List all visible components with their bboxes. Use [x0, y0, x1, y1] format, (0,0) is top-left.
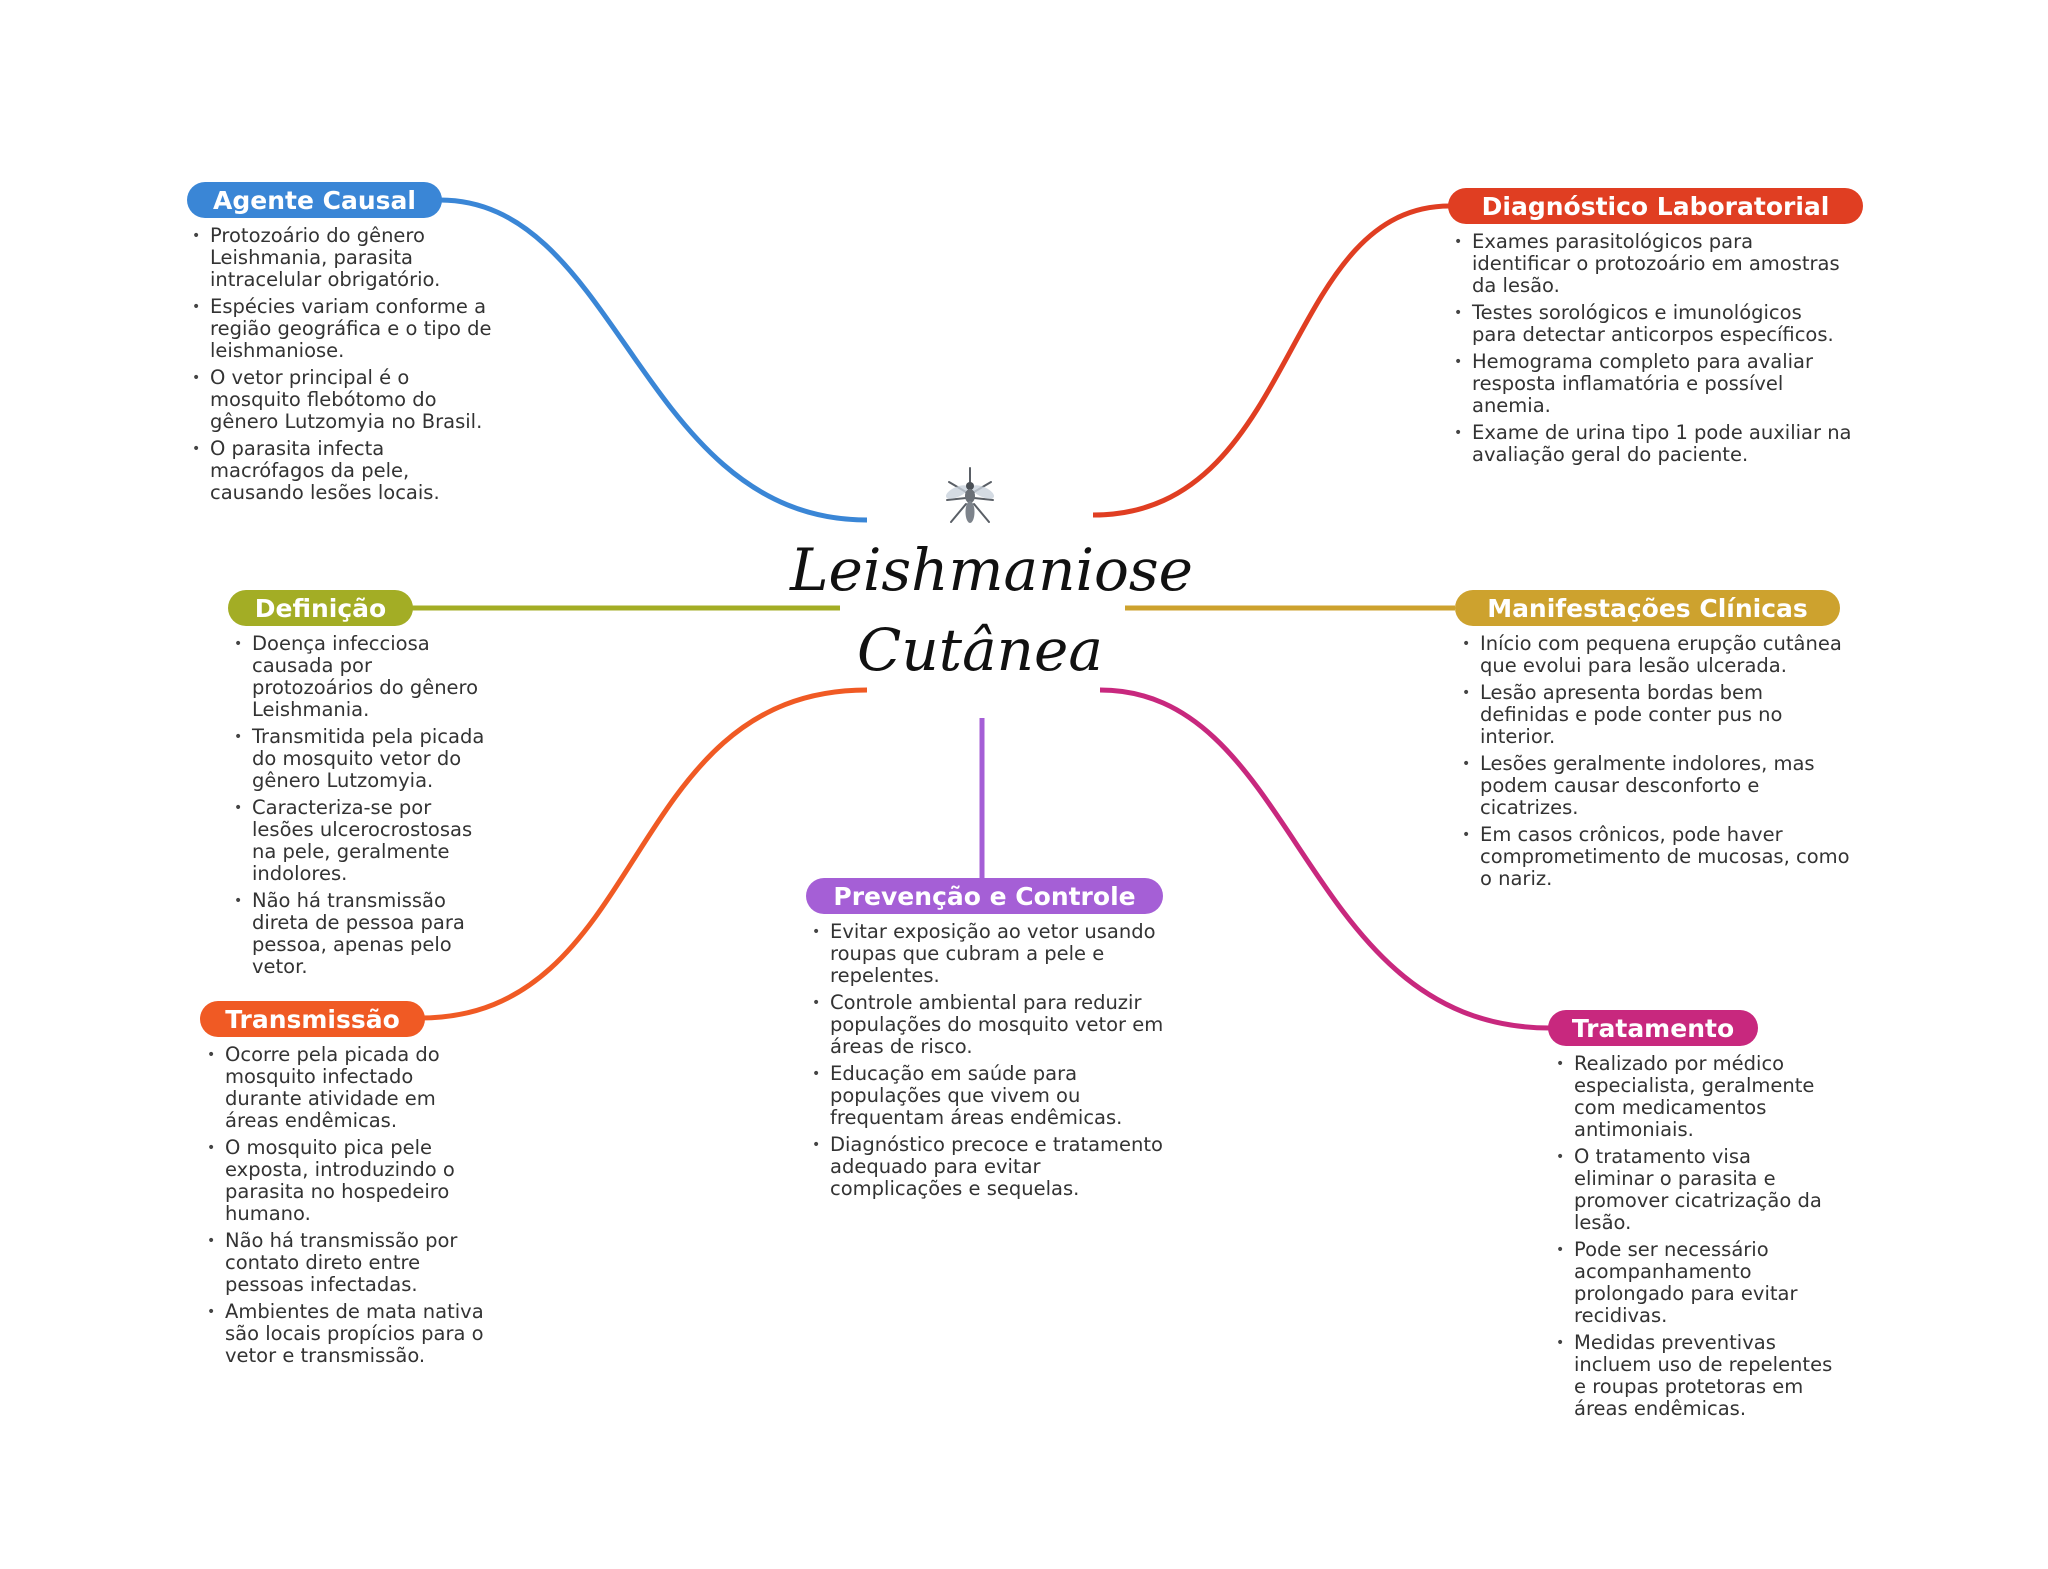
list-item: Transmitida pela picada do mosquito veto…	[234, 726, 492, 792]
connector-tratamento	[1099, 687, 1551, 1031]
list-item: Hemograma completo para avaliar resposta…	[1454, 351, 1852, 417]
list-item: Exames parasitológicos para identificar …	[1454, 231, 1852, 297]
list-item: Controle ambiental para reduzir populaçõ…	[812, 992, 1175, 1058]
branch-list-tratamento: Realizado por médico especialista, geral…	[1552, 1053, 1834, 1425]
list-item: Pode ser necessário acompanhamento prolo…	[1556, 1239, 1834, 1327]
branch-title-tratamento[interactable]: Tratamento	[1548, 1010, 1758, 1046]
connector-agente	[439, 197, 868, 523]
list-item: Realizado por médico especialista, geral…	[1556, 1053, 1834, 1141]
list-item: Ocorre pela picada do mosquito infectado…	[207, 1044, 495, 1132]
list-item: Lesões geralmente indolores, mas podem c…	[1462, 753, 1850, 819]
list-item: O vetor principal é o mosquito flebótomo…	[192, 367, 500, 433]
connector-transmissao	[419, 687, 868, 1021]
list-item: Exame de urina tipo 1 pode auxiliar na a…	[1454, 422, 1852, 466]
branch-title-agente[interactable]: Agente Causal	[187, 182, 442, 218]
branch-list-agente: Protozoário do gênero Leishmania, parasi…	[188, 225, 500, 509]
list-item: O parasita infecta macrófagos da pele, c…	[192, 438, 500, 504]
list-item: Medidas preventivas incluem uso de repel…	[1556, 1332, 1834, 1420]
branch-title-prevencao[interactable]: Prevenção e Controle	[806, 878, 1163, 914]
list-item: Não há transmissão por contato direto en…	[207, 1230, 495, 1296]
list-item: Testes sorológicos e imunológicos para d…	[1454, 302, 1852, 346]
list-item: Em casos crônicos, pode haver comprometi…	[1462, 824, 1850, 890]
branch-list-definicao: Doença infecciosa causada por protozoári…	[230, 633, 492, 983]
list-item: Evitar exposição ao vetor usando roupas …	[812, 921, 1175, 987]
central-title: Leishmaniose Cutânea	[790, 536, 1193, 684]
list-item: O tratamento visa eliminar o parasita e …	[1556, 1146, 1834, 1234]
list-item: Não há transmissão direta de pessoa para…	[234, 890, 492, 978]
branch-title-diagnostico[interactable]: Diagnóstico Laboratorial	[1448, 188, 1863, 224]
list-item: Caracteriza-se por lesões ulcerocrostosa…	[234, 797, 492, 885]
branch-list-prevencao: Evitar exposição ao vetor usando roupas …	[808, 921, 1175, 1205]
branch-list-transmissao: Ocorre pela picada do mosquito infectado…	[203, 1044, 495, 1372]
list-item: O mosquito pica pele exposta, introduzin…	[207, 1137, 495, 1225]
list-item: Protozoário do gênero Leishmania, parasi…	[192, 225, 500, 291]
branch-title-manifestacoes[interactable]: Manifestações Clínicas	[1455, 590, 1840, 626]
connector-diagnostico	[1092, 203, 1451, 518]
branch-list-manifestacoes: Início com pequena erupção cutânea que e…	[1458, 633, 1850, 895]
list-item: Início com pequena erupção cutânea que e…	[1462, 633, 1850, 677]
list-item: Doença infecciosa causada por protozoári…	[234, 633, 492, 721]
branch-title-definicao[interactable]: Definição	[228, 590, 413, 626]
list-item: Diagnóstico precoce e tratamento adequad…	[812, 1134, 1175, 1200]
branch-title-transmissao[interactable]: Transmissão	[200, 1001, 425, 1037]
branch-list-diagnostico: Exames parasitológicos para identificar …	[1450, 231, 1852, 471]
list-item: Educação em saúde para populações que vi…	[812, 1063, 1175, 1129]
mosquito-icon	[945, 467, 995, 523]
list-item: Lesão apresenta bordas bem definidas e p…	[1462, 682, 1850, 748]
list-item: Ambientes de mata nativa são locais prop…	[207, 1301, 495, 1367]
list-item: Espécies variam conforme a região geográ…	[192, 296, 500, 362]
